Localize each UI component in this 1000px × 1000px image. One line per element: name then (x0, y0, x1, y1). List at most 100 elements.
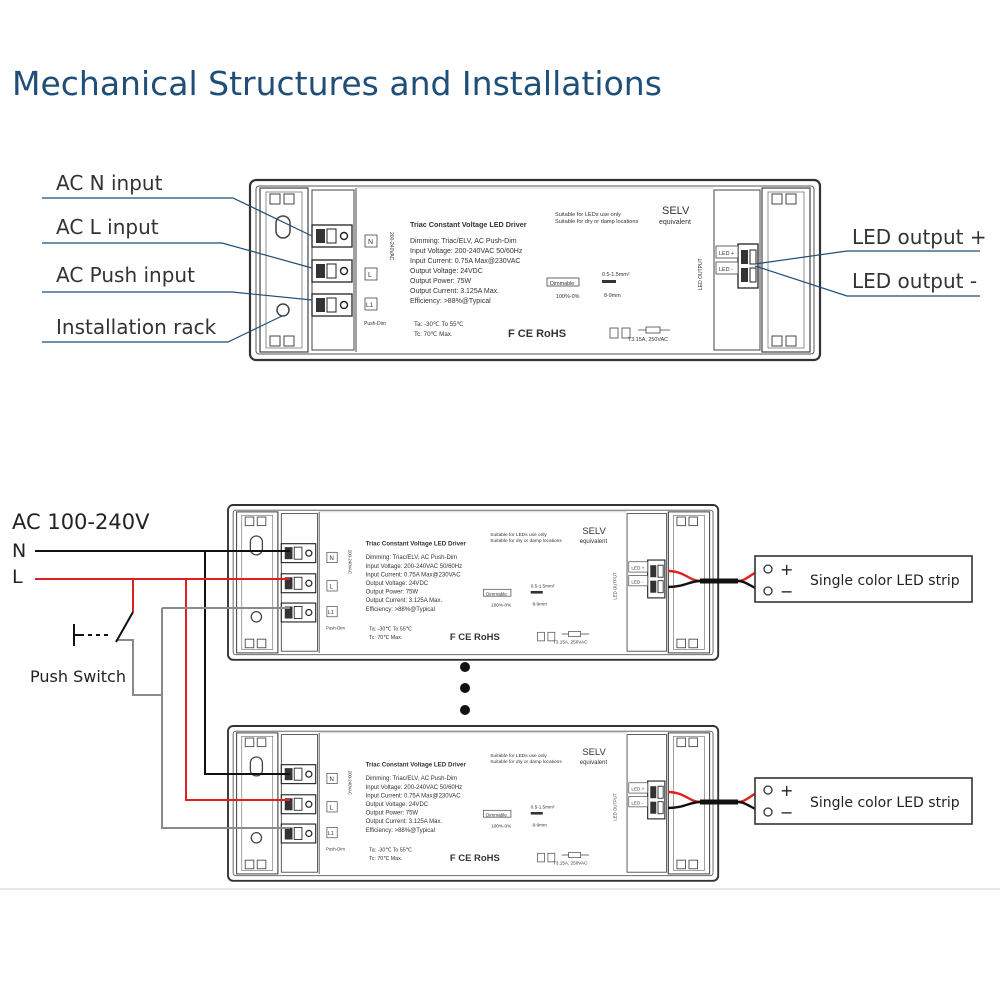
terminal-l1-label: L1 (366, 302, 374, 309)
driver-1-spec-7: Efficiency: >88%@Typical (366, 607, 435, 613)
driver-1-spec-3: Input Current: 0.75A Max@230VAC (366, 572, 462, 578)
push-wire (118, 607, 290, 829)
strip-2-minus: − (780, 803, 793, 822)
callout-ac-n: AC N input (56, 171, 163, 195)
driver-2-wire-size: 0.5-1.5mm² (531, 805, 555, 810)
push-switch-icon (73, 611, 134, 646)
neutral-wire (35, 550, 290, 775)
led-plus-box: LED + (719, 251, 734, 257)
spec-line-1: Dimming: Triac/ELV, AC Push-Dim (410, 238, 517, 245)
driver-2-led-plus: LED + (631, 787, 644, 792)
driver-2-spec-3: Input Current: 0.75A Max@230VAC (366, 793, 462, 799)
driver-1-dimmable: Dimmable (486, 591, 507, 596)
push-switch-label: Push Switch (30, 667, 126, 686)
spec-line-5: Output Power: 75W (410, 278, 471, 285)
suitable-line-1: Suitable for LEDs use only (555, 212, 621, 218)
driver-1-led-output: LED OUTPUT (613, 572, 618, 600)
driver-2-term-l: L (329, 805, 333, 811)
temp-line-1: Ta: -30℃ To 55℃ (414, 321, 464, 328)
driver-1-equivalent: equivalent (580, 539, 608, 545)
driver-1: Triac Constant Voltage LED Driver Suitab… (227, 504, 720, 661)
more-drivers-dots (460, 662, 470, 715)
driver-2-spec-2: Input Voltage: 200-240VAC 50/60Hz (366, 785, 463, 791)
spec-line-7: Efficiency: >88%@Typical (410, 298, 491, 305)
wire-size-text: 0.5-1.5mm² (602, 272, 630, 278)
driver-1-marks: F CE RoHS (450, 632, 500, 643)
callout-ac-push: AC Push input (56, 263, 195, 287)
driver-2-temp-1: Ta: -30℃ To 55℃ (369, 848, 412, 854)
driver-2-name: Triac Constant Voltage LED Driver (366, 761, 467, 768)
driver-2-push-dim: Push-Dim (326, 847, 345, 852)
driver-1-wire-size: 0.5-1.5mm² (531, 584, 555, 589)
dimmable-text: Dimmable (550, 281, 574, 287)
driver-1-push-dim: Push-Dim (326, 626, 345, 631)
suitable-line-2: Suitable for dry or damp locations (555, 219, 639, 225)
driver-1-term-l1: L1 (328, 610, 334, 616)
driver-1-term-n: N (329, 556, 333, 562)
driver-1-spec-1: Dimming: Triac/ELV, AC Push-Dim (366, 555, 458, 561)
live-label: L (12, 566, 23, 588)
driver-1-temp-2: Tc: 70℃ Max. (369, 635, 402, 641)
driver-1-spec-4: Output Voltage: 24VDC (366, 581, 429, 587)
spec-line-3: Input Current: 0.75A Max@230VAC (410, 258, 520, 265)
cert-marks: F CE RoHS (508, 328, 566, 340)
strip-1-label: Single color LED strip (810, 573, 960, 589)
selv-text: SELV (662, 205, 690, 217)
driver-2-marks: F CE RoHS (450, 853, 500, 864)
driver-1-suitable-1: Suitable for LEDs use only (490, 532, 547, 538)
driver-2-fuse: T3.15A, 250VAC (553, 860, 588, 865)
temp-line-2: Tc: 70℃ Max. (414, 331, 453, 338)
driver-2-equivalent: equivalent (580, 760, 608, 766)
driver-2-spec-5: Output Power: 75W (366, 811, 419, 817)
driver-2-suitable-2: Suitable for dry or damp locations (490, 759, 562, 765)
spec-line-4: Output Voltage: 24VDC (410, 268, 483, 275)
supply-label: AC 100-240V (12, 510, 150, 534)
driver-2-led-minus: LED - (631, 800, 643, 805)
live-wire (35, 578, 290, 801)
led-output-side-text: LED OUTPUT (698, 258, 704, 290)
spec-line-6: Output Current: 3.125A Max. (410, 288, 499, 295)
callout-rack: Installation rack (56, 315, 217, 339)
terminal-l-label: L (368, 272, 372, 279)
driver-1-temp-1: Ta: -30℃ To 55℃ (369, 627, 412, 633)
led-strip-2: + − Single color LED strip (754, 777, 973, 825)
driver-2-dim-range: 100%-0% (491, 823, 511, 828)
callout-led-minus: LED output - (852, 269, 977, 293)
driver-2-led-output: LED OUTPUT (613, 793, 618, 821)
driver-1-selv: SELV (582, 526, 606, 537)
spec-line-2: Input Voltage: 200-240VAC 50/60Hz (410, 248, 523, 255)
callouts (42, 197, 980, 343)
driver-2-temp-2: Tc: 70℃ Max. (369, 856, 402, 862)
driver-2-spec-7: Efficiency: >88%@Typical (366, 828, 435, 834)
driver-1-led-minus: LED - (631, 579, 643, 584)
driver-1-suitable-2: Suitable for dry or damp locations (490, 538, 562, 544)
fuse-rating: T3.15A, 250VAC (628, 337, 668, 343)
driver-2-dimmable: Dimmable (486, 812, 507, 817)
strip-2-label: Single color LED strip (810, 795, 960, 811)
dim-range-text: 100%-0% (556, 294, 580, 300)
driver-1-strip-len: 8-9mm (532, 602, 547, 607)
driver-1-term-l: L (329, 584, 333, 590)
strip-1-minus: − (780, 582, 793, 601)
driver-1-input-side: 200-240VAC (347, 550, 352, 574)
terminal-n-label: N (368, 239, 373, 246)
driver-2-strip-len: 8-9mm (532, 823, 547, 828)
driver-top: Triac Constant Voltage LED Driver Suitab… (248, 178, 822, 362)
led-strip-1: + − Single color LED strip (754, 555, 973, 603)
callout-ac-l: AC L input (56, 215, 159, 239)
driver-1-spec-2: Input Voltage: 200-240VAC 50/60Hz (366, 564, 463, 570)
input-side-text: 200-240VAC (388, 232, 394, 261)
driver-1-dim-range: 100%-0% (491, 602, 511, 607)
driver-1-name: Triac Constant Voltage LED Driver (366, 540, 467, 547)
driver-name: Triac Constant Voltage LED Driver (410, 220, 527, 229)
strip-1-plus: + (780, 560, 793, 579)
driver-2-spec-4: Output Voltage: 24VDC (366, 802, 429, 808)
strip-2-plus: + (780, 781, 793, 800)
driver-1-fuse: T3.15A, 250VAC (553, 639, 588, 644)
driver-2-input-side: 200-240VAC (347, 771, 352, 795)
led-minus-box: LED - (719, 267, 733, 273)
driver-1-spec-5: Output Power: 75W (366, 590, 419, 596)
driver-2-spec-6: Output Current: 3.125A Max. (366, 819, 443, 825)
driver-1-spec-6: Output Current: 3.125A Max. (366, 598, 443, 604)
driver-2-term-n: N (329, 777, 333, 783)
